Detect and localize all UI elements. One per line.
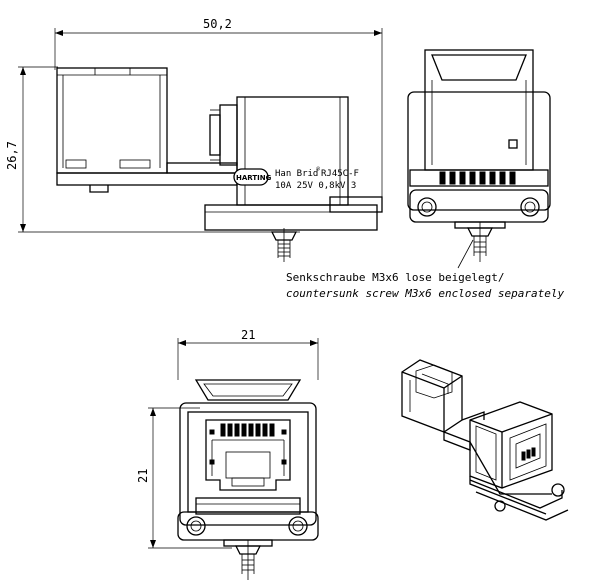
product-label-line1: Han Brid®RJ45C-F	[275, 166, 359, 179]
screw-note-german: Senkschraube M3x6 lose beigelegt/	[286, 271, 505, 284]
note-leader-line	[457, 239, 474, 269]
dimension-width-side: 50,2	[203, 17, 232, 31]
end-view-contacts	[439, 171, 516, 185]
front-view: 21 21	[136, 328, 319, 580]
dimension-height-side: 26,7	[5, 141, 19, 170]
screw-note-english: countersunk screw M3x6 enclosed separate…	[286, 287, 565, 300]
isometric-view	[401, 359, 569, 521]
harting-logo-text: HARTING	[236, 174, 272, 182]
dimension-width-front: 21	[241, 328, 255, 342]
end-view	[407, 49, 551, 262]
side-view: 50,2 26,7 HARTING Han	[5, 17, 383, 262]
harting-logo	[233, 168, 269, 186]
product-label-line2: 10A 25V 0,8kV 3	[275, 181, 356, 191]
front-view-contacts	[220, 423, 275, 437]
dimension-height-front: 21	[136, 469, 150, 483]
